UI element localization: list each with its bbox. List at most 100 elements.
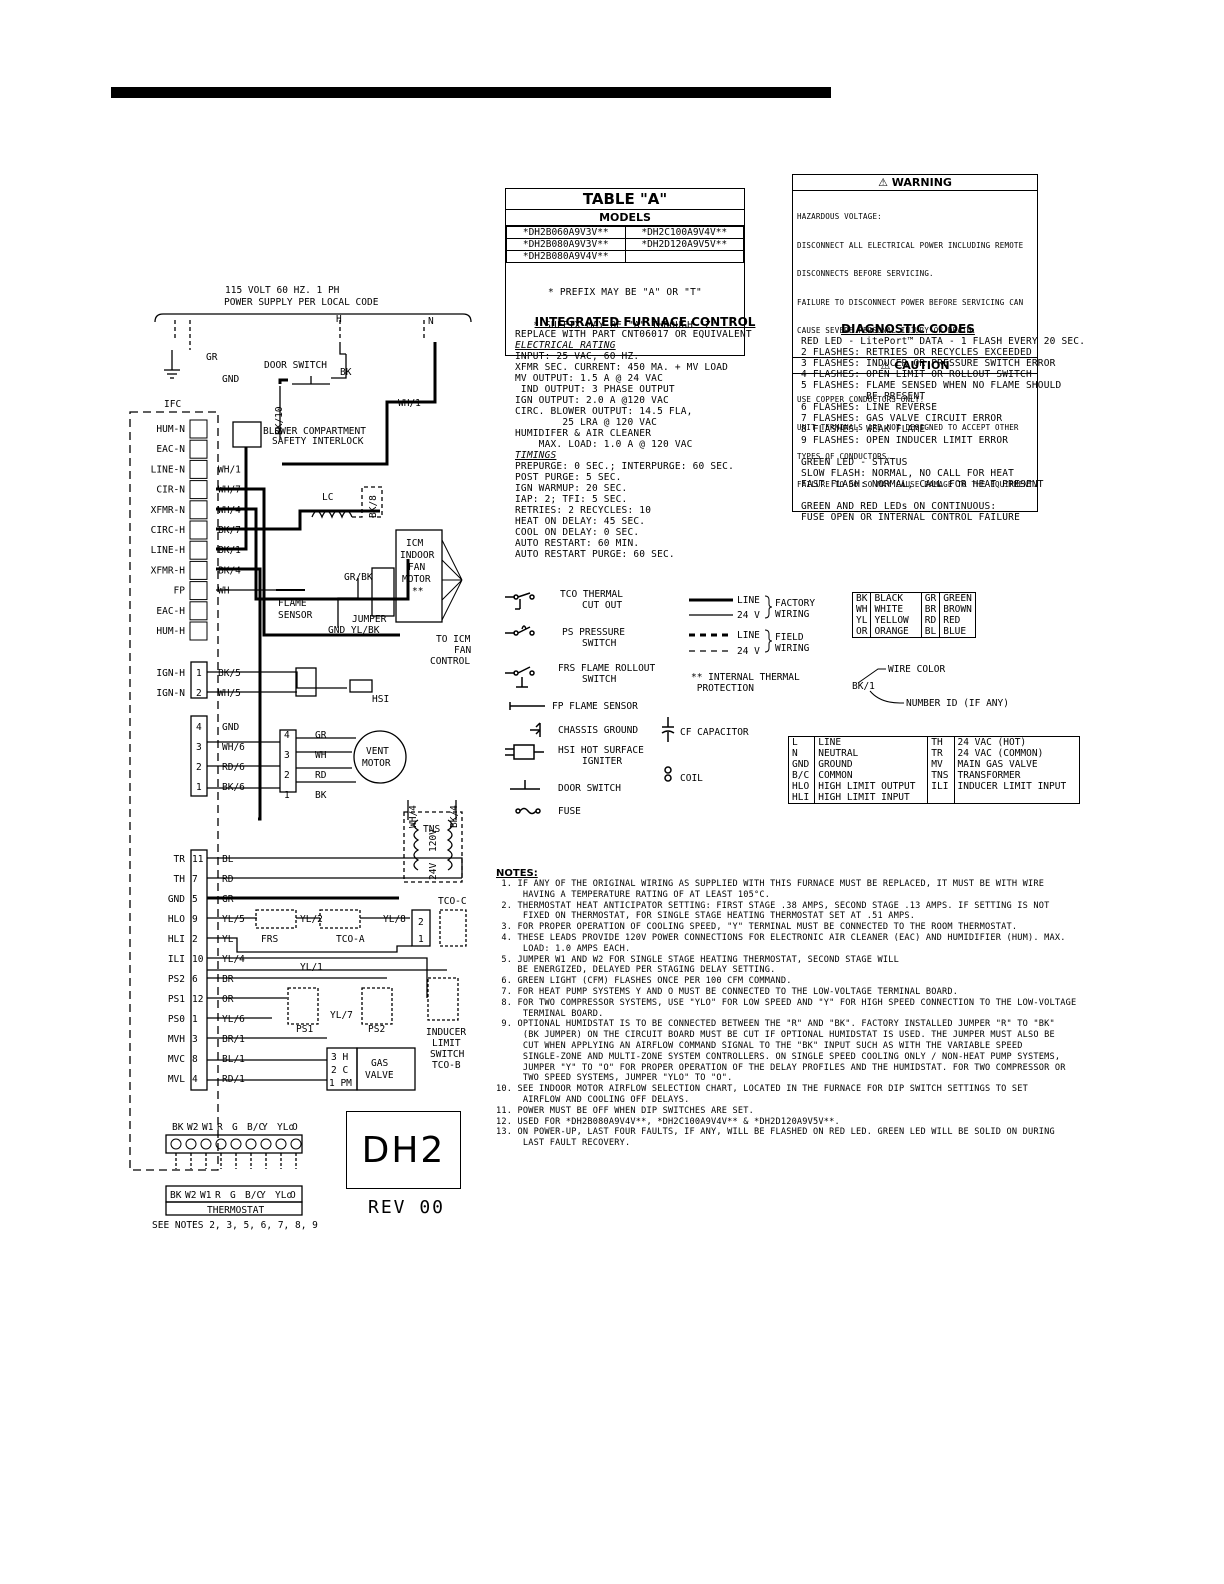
caution-title-text: CAUTION [894, 358, 950, 372]
lv-wire-label: YL/4 [222, 954, 245, 965]
flame-l1: FLAME [278, 598, 307, 609]
timing-line: IGN WARMUP: 20 SEC. [515, 483, 628, 494]
bk8-label: BK/8 [368, 495, 379, 518]
tco-c-switch [439, 909, 467, 947]
line-label: LINE [737, 595, 760, 606]
abbrev-cell: COMMON [814, 770, 929, 781]
vent-pin: 3 [196, 742, 202, 753]
ifc-terminal-label: FP [174, 586, 186, 597]
tstat-screw-icon [275, 1138, 287, 1150]
rating-line: MAX. LOAD: 1.0 A @ 120 VAC [515, 439, 693, 450]
ifc-wire-label: WH [218, 586, 230, 597]
jumper-l2: GND YL/BK [328, 625, 380, 636]
abbrev-cell: TNS [927, 770, 954, 781]
interlock-l1: BLOWER COMPARTMENT [263, 426, 366, 437]
table-a-title: TABLE "A" [506, 189, 744, 210]
tco-label-l1: TCO THERMAL [560, 589, 623, 600]
ifc-terminal-label: XFMR-H [151, 565, 186, 576]
rating-line: 25 LRA @ 120 VAC [515, 417, 658, 428]
interlock-switch [232, 421, 262, 448]
h-label: H [336, 314, 342, 325]
line-h-wire [216, 447, 248, 551]
abbrev-cell: 24 VAC (COMMON) [953, 748, 1080, 759]
bk4-label: BK/4 [449, 805, 460, 828]
tstat-screw-icon [185, 1138, 197, 1150]
timings-title: TIMINGS [515, 450, 557, 461]
lv-terminal-label: HLI [168, 934, 185, 945]
frs-symbol [505, 666, 535, 688]
tstat-terminal-strip [165, 1134, 303, 1154]
diagnostic-line: 8 FLASHES: WEAK FLAME [801, 424, 926, 435]
ign-wire-label: WH/5 [218, 688, 241, 699]
tstat-bottom-label: BK [170, 1190, 182, 1201]
color-cell: BLACK [870, 592, 922, 604]
vent-pin: 1 [196, 782, 202, 793]
model-cell: *DH2B080A9V4V** [506, 250, 626, 263]
lv-wire-label: YL [222, 934, 234, 945]
abbrev-cell: B/C [787, 770, 815, 781]
model-code-box: DH2 [346, 1111, 461, 1189]
ifc-wire-label: BK/1 [218, 545, 241, 556]
lv-pin: 7 [192, 874, 198, 885]
abbrev-cell: MV [927, 759, 954, 770]
lv-terminal-label: ILI [168, 954, 185, 965]
diagnostic-line: 6 FLASHES: LINE REVERSE [801, 402, 938, 413]
warning-text: HAZARDOUS VOLTAGE: DISCONNECT ALL ELECTR… [793, 191, 1037, 358]
diagnostic-line: 9 FLASHES: OPEN INDUCER LIMIT ERROR [801, 435, 1009, 446]
color-cell: BK [851, 592, 871, 604]
timing-line: PREPURGE: 0 SEC.; INTERPURGE: 60 SEC. [515, 461, 735, 472]
hsi-symbol [505, 744, 544, 760]
inducer-l4: TCO-B [432, 1060, 461, 1071]
table-a-notes: * PREFIX MAY BE "A" OR "T" * SUFFIX MAY … [506, 263, 744, 355]
gv-pin-3: 3 H [331, 1052, 348, 1063]
field-l1: FIELD [775, 632, 804, 643]
tco-label-l2: CUT OUT [582, 600, 622, 611]
fuse-symbol [515, 807, 541, 815]
capacitor-label: CF CAPACITOR [680, 727, 749, 738]
rating-line: HUMIDIFER & AIR CLEANER [515, 428, 652, 439]
lc-coil [311, 510, 353, 519]
grbk-label: GR/BK [344, 572, 373, 583]
lv-terminal-label: MVC [168, 1054, 185, 1065]
abbrev-cell: 24 VAC (HOT) [953, 736, 1080, 748]
yl7-label: YL/7 [330, 1010, 353, 1021]
flame-l2: SENSOR [278, 610, 313, 621]
color-cell: YL [851, 615, 871, 626]
abbrev-cell: L [787, 736, 815, 748]
note-item: 9. OPTIONAL HUMIDSTAT IS TO BE CONNECTED… [501, 1019, 1066, 1084]
power-supply-l1: 115 VOLT 60 HZ. 1 PH [225, 285, 340, 296]
wh7-wire [216, 487, 400, 637]
ifc-replace: REPLACE WITH PART CNT06017 OR EQUIVALENT [515, 329, 752, 340]
wh1-label: WH/1 [398, 398, 421, 409]
diagnostic-title: DIAGNOSTIC CODES [841, 322, 975, 336]
timing-line: RETRIES: 2 RECYCLES: 10 [515, 505, 652, 516]
tstat-top-label: Y [262, 1122, 268, 1133]
door-switch-text: DOOR SWITCH [264, 360, 327, 371]
lv-pin: 2 [192, 934, 198, 945]
models-table: *DH2B060A9V3V***DH2C100A9V4V***DH2B080A9… [506, 226, 744, 263]
diagnostic-line [801, 446, 1101, 457]
warning-line: CAUSE SEVERE PERSONAL INJURY OR DEATH. [797, 326, 977, 335]
table-a-subtitle: MODELS [506, 210, 744, 226]
chassis-ground-label: CHASSIS GROUND [558, 725, 638, 736]
ps-label-l2: SWITCH [582, 638, 617, 649]
rating-title: ELECTRICAL RATING [515, 340, 616, 351]
hn-stub [339, 320, 425, 340]
caution-text: USE COPPER CONDUCTORS ONLY! UNIT TERMINA… [793, 374, 1037, 511]
to-icm-l1: TO ICM [436, 634, 471, 645]
tstat-top-label: YLo [277, 1122, 294, 1133]
mv-wires [207, 1037, 327, 1081]
abbrev-cell: HLI [787, 792, 815, 804]
icm-l4: MOTOR [402, 574, 431, 585]
lv-pin: 3 [192, 1034, 198, 1045]
gnd-stub [174, 320, 191, 350]
v24-label-field: 24 V [737, 646, 760, 657]
coil-label: COIL [680, 773, 703, 784]
color-cell: ORANGE [870, 626, 922, 638]
suffix-note: * SUFFIX MAY BE "A" THROUGH "Z" [533, 320, 717, 331]
ign-pin: 1 [196, 668, 202, 679]
